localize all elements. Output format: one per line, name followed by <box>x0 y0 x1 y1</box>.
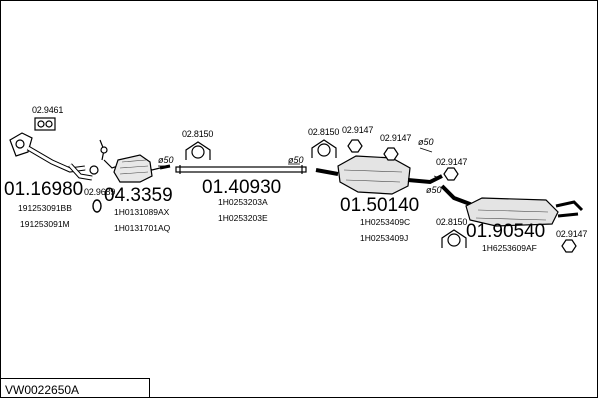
gasket-label: 02.9461 <box>32 105 64 115</box>
oem-center-pipe-2: 1H0253203E <box>218 213 268 223</box>
middle-silencer-drawing <box>315 155 443 195</box>
diameter-label-2: ø50 <box>288 155 304 165</box>
ring-drawing <box>92 199 102 213</box>
mount-drawing-a <box>185 141 211 160</box>
diameter-label-1: ø50 <box>158 155 174 165</box>
mount-label-a: 02.8150 <box>182 129 214 139</box>
rear-silencer-drawing <box>440 184 584 227</box>
front-pipe-drawing <box>9 132 99 181</box>
center-pipe-drawing <box>175 165 307 174</box>
diameter-arrows <box>158 147 441 179</box>
clamp-drawing-b <box>383 147 399 161</box>
oem-catalyst-1: 1H0131089AX <box>114 207 170 217</box>
mount-drawing-c <box>441 229 467 248</box>
oem-front-pipe-1: 191253091BB <box>18 203 72 213</box>
oem-center-pipe-1: 1H0253203A <box>218 197 268 207</box>
gasket-drawing <box>34 117 56 131</box>
diameter-label-3: ø50 <box>418 137 434 147</box>
mount-label-b: 02.8150 <box>308 127 340 137</box>
diameter-label-4: ø50 <box>426 185 442 195</box>
clamp-drawing-c <box>443 167 459 181</box>
part-number-middle-silencer: 01.50140 <box>340 195 420 216</box>
part-number-center-pipe: 01.40930 <box>202 177 282 198</box>
part-number-catalyst: 04.3359 <box>104 185 173 206</box>
oem-middle-silencer-2: 1H0253409J <box>360 233 409 243</box>
oem-front-pipe-2: 191253091M <box>20 219 70 229</box>
ring-label: 02.9689 <box>84 187 116 197</box>
clamp-drawing-d <box>561 239 577 253</box>
mount-label-c: 02.8150 <box>436 217 468 227</box>
part-number-rear-silencer: 01.90540 <box>466 221 546 242</box>
oem-catalyst-2: 1H0131701AQ <box>114 223 171 233</box>
mount-drawing-b <box>311 139 337 158</box>
clamp-label-d: 02.9147 <box>556 229 588 239</box>
catalyst-drawing <box>99 139 171 183</box>
clamp-drawing-a <box>347 139 363 153</box>
reference-code: VW0022650A <box>5 383 80 397</box>
clamp-label-a: 02.9147 <box>342 125 374 135</box>
clamp-label-c: 02.9147 <box>436 157 468 167</box>
oem-middle-silencer-1: 1H0253409C <box>360 217 411 227</box>
clamp-label-b: 02.9147 <box>380 133 412 143</box>
oem-rear-silencer-1: 1H6253609AF <box>482 243 537 253</box>
part-number-front-pipe: 01.16980 <box>4 179 84 200</box>
reference-box: VW0022650A <box>0 378 150 398</box>
